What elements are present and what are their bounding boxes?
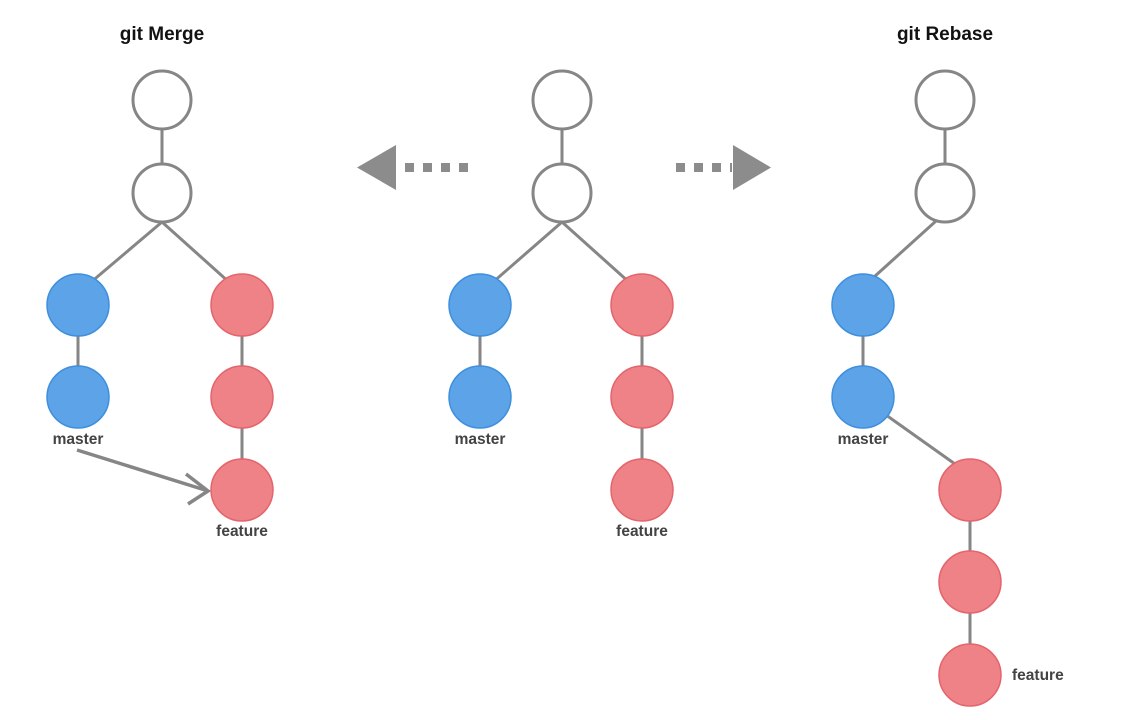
- commit-node-base[interactable]: [131, 162, 193, 224]
- edge-base2-feature1: [560, 220, 632, 285]
- commit-node-feature[interactable]: [610, 365, 674, 429]
- merge-edges: [76, 129, 244, 459]
- commit-node-base[interactable]: [914, 69, 976, 131]
- branch-label-master: master: [53, 431, 104, 448]
- title-git-merge: git Merge: [120, 24, 204, 45]
- commit-node-feature[interactable]: [938, 458, 1002, 522]
- commit-node-feature[interactable]: [610, 273, 674, 337]
- branch-label-master: master: [455, 431, 506, 448]
- arrow-right-icon: [733, 145, 771, 190]
- edge-base2-master1: [491, 220, 563, 285]
- branch-label-master: master: [838, 431, 889, 448]
- merge-nodes: [46, 69, 274, 522]
- edge-master2-feature1: [885, 413, 956, 466]
- panel-before: master feature: [448, 69, 674, 540]
- rebase-edges: [861, 129, 972, 644]
- branch-label-feature: feature: [216, 523, 268, 540]
- before-edges: [478, 129, 644, 459]
- edge-base2-master1: [89, 220, 163, 285]
- panel-titles: git Merge git Rebase: [120, 24, 993, 45]
- branch-label-feature: feature: [1012, 667, 1064, 684]
- flow-arrow-to-merge: [357, 145, 468, 190]
- commit-node-feature[interactable]: [938, 550, 1002, 614]
- commit-node-master[interactable]: [831, 273, 895, 337]
- merge-arrow-shaft: [76, 448, 206, 492]
- title-git-rebase: git Rebase: [897, 24, 993, 45]
- commit-node-master[interactable]: [448, 365, 512, 429]
- commit-node-master[interactable]: [448, 273, 512, 337]
- panel-rebase: master feature: [831, 69, 1064, 707]
- commit-node-feature[interactable]: [610, 458, 674, 522]
- edge-base2-master1: [872, 219, 938, 279]
- commit-node-base[interactable]: [531, 162, 593, 224]
- branch-label-feature: feature: [616, 523, 668, 540]
- commit-node-feature[interactable]: [210, 365, 274, 429]
- commit-node-feature[interactable]: [938, 643, 1002, 707]
- rebase-labels: master feature: [838, 431, 1064, 684]
- commit-node-base[interactable]: [131, 69, 193, 131]
- flow-arrow-to-rebase: [676, 145, 771, 190]
- rebase-nodes: [831, 69, 1002, 707]
- commit-node-master[interactable]: [46, 273, 110, 337]
- commit-node-feature[interactable]: [210, 458, 274, 522]
- commit-node-master[interactable]: [46, 365, 110, 429]
- commit-node-master[interactable]: [831, 365, 895, 429]
- commit-node-base[interactable]: [531, 69, 593, 131]
- before-labels: master feature: [455, 431, 669, 540]
- edge-base2-feature1: [160, 220, 232, 285]
- merge-arrow-head: [184, 472, 212, 506]
- before-nodes: [448, 69, 674, 522]
- merge-labels: master feature: [53, 431, 269, 540]
- commit-node-base[interactable]: [914, 162, 976, 224]
- commit-node-feature[interactable]: [210, 273, 274, 337]
- merge-arrow-master-to-feature: [76, 448, 212, 506]
- arrow-left-icon: [357, 145, 396, 190]
- panel-merge: master feature: [46, 69, 274, 540]
